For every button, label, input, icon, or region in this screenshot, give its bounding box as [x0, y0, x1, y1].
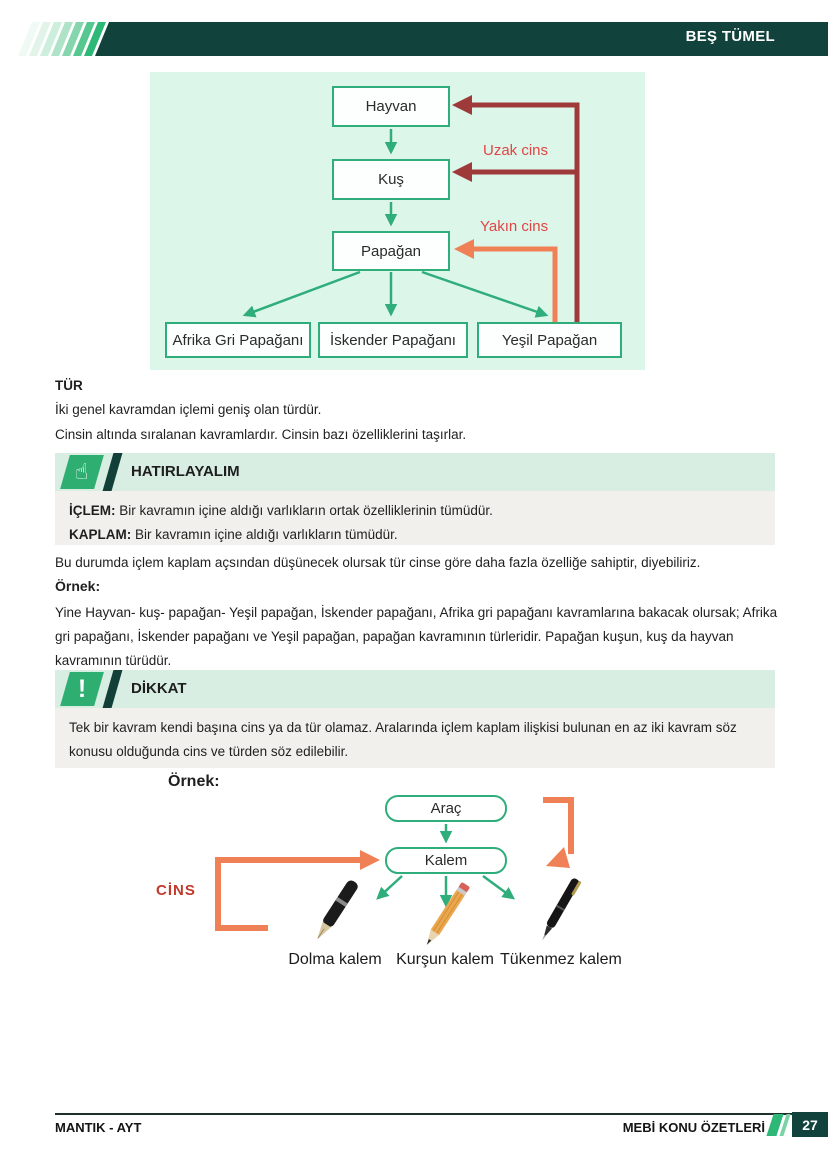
pointing-hand-glyph: ☝: [75, 459, 89, 484]
hatirlayalim-band: ☝ HATIRLAYALIM: [55, 453, 775, 491]
dolma-kalem-label: Dolma kalem: [288, 951, 382, 968]
arrow-kalem-dolma: [376, 875, 403, 900]
dikkat-box: Tek bir kavram kendi başına cins ya da t…: [55, 708, 775, 768]
orange-left-arrowhead: [360, 850, 380, 870]
dikkat-text: Tek bir kavram kendi başına cins ya da t…: [69, 720, 737, 759]
node-kalem-label: Kalem: [424, 852, 468, 869]
yakin-cins-path: [464, 246, 558, 322]
paragraph-1: Bu durumda içlem kaplam açsından düşünec…: [55, 555, 701, 570]
iclem-term: İÇLEM:: [69, 503, 116, 518]
band-slash-decoration: [102, 453, 123, 491]
header-stripe: [51, 22, 73, 56]
footer-series: MEBİ KONU ÖZETLERİ: [622, 1120, 765, 1135]
node-yesil: Yeşil Papağan: [477, 322, 622, 358]
hatirlayalim-title: HATIRLAYALIM: [131, 463, 240, 480]
node-kalem: Kalem: [385, 847, 507, 874]
pencil-icon: [426, 882, 470, 945]
exclamation-icon: !: [60, 672, 104, 706]
header-band: [95, 22, 828, 56]
node-yesil-label: Yeşil Papağan: [501, 331, 598, 349]
arrow-papagan-afrika: [242, 270, 361, 318]
node-arac-label: Araç: [430, 800, 462, 817]
uzak-arrowhead-hayvan: [452, 95, 472, 115]
iclem-line: İÇLEM: Bir kavramın içine aldığı varlıkl…: [69, 499, 761, 523]
page-number: 27: [792, 1112, 828, 1137]
orange-right-arrowhead: [546, 847, 570, 868]
header-stripe: [73, 22, 95, 56]
page-number-value: 27: [802, 1116, 818, 1133]
node-iskender-label: İskender Papağanı: [330, 331, 456, 349]
node-hayvan: Hayvan: [332, 86, 450, 127]
kaplam-text: Bir kavramın içine aldığı varlıkların tü…: [131, 527, 398, 542]
uzak-arrowhead-kus: [452, 162, 472, 182]
uzak-cins-label: Uzak cins: [483, 142, 549, 159]
header-bar: [18, 22, 828, 56]
ballpoint-pen-icon: [542, 878, 582, 941]
node-kus-label: Kuş: [378, 171, 404, 188]
node-hayvan-label: Hayvan: [365, 98, 417, 115]
tur-heading: TÜR: [55, 378, 83, 393]
yakin-cins-label: Yakın cins: [480, 218, 549, 235]
footer-course: MANTIK - AYT: [55, 1120, 142, 1135]
cins-label: CİNS: [156, 882, 196, 899]
tukenmez-kalem-label: Tükenmez kalem: [500, 951, 622, 968]
node-papagan-label: Papağan: [360, 242, 422, 260]
arrow-papagan-yesil: [421, 270, 549, 318]
iclem-text: Bir kavramın içine aldığı varlıkların or…: [115, 503, 493, 518]
node-kus: Kuş: [332, 159, 450, 200]
node-afrika: Afrika Gri Papağanı: [165, 322, 311, 358]
header-stripe: [29, 22, 51, 56]
dikkat-title: DİKKAT: [131, 680, 187, 697]
orange-right-path: [543, 797, 574, 854]
fountain-pen-icon: [317, 880, 358, 940]
ornek2-heading: Örnek:: [168, 773, 220, 790]
tur-line1: İki genel kavramdan içlemi geniş olan tü…: [55, 402, 322, 417]
taxonomy-diagram: Hayvan Kuş Papağan Afrika Gri Papağanı İ…: [150, 72, 645, 370]
hatirlayalim-box: İÇLEM: Bir kavramın içine aldığı varlıkl…: [55, 491, 775, 545]
node-papagan: Papağan: [332, 231, 450, 271]
node-iskender: İskender Papağanı: [318, 322, 468, 358]
pointing-hand-icon: ☝: [60, 455, 104, 489]
uzak-cins-path: [462, 102, 580, 322]
kaplam-line: KAPLAM: Bir kavramın içine aldığı varlık…: [69, 523, 761, 547]
page-title: BEŞ TÜMEL: [685, 28, 775, 45]
arrow-kalem-tukenmez: [482, 874, 516, 900]
kaplam-term: KAPLAM:: [69, 527, 132, 542]
taxonomy-arrows: [242, 95, 580, 322]
paragraph-2: Yine Hayvan- kuş- papağan- Yeşil papağan…: [55, 605, 778, 668]
node-afrika-label: Afrika Gri Papağanı: [172, 331, 304, 349]
kalem-diagram: Araç Kalem CİNS: [150, 770, 710, 985]
orange-left-path: [215, 857, 366, 931]
header-stripe: [84, 22, 106, 56]
yakin-arrowhead-papagan: [454, 239, 474, 259]
footer-rule: [55, 1113, 828, 1115]
header-stripe: [18, 22, 40, 56]
node-arac: Araç: [385, 795, 507, 822]
dikkat-band: ! DİKKAT: [55, 670, 775, 708]
kalem-arrows: [215, 797, 574, 931]
header-stripe: [62, 22, 84, 56]
tur-line2: Cinsin altında sıralanan kavramlardır. C…: [55, 427, 467, 442]
ornek1-heading: Örnek:: [55, 578, 101, 594]
band-slash-decoration: [102, 670, 123, 708]
kursun-kalem-label: Kurşun kalem: [396, 951, 494, 968]
exclamation-glyph: !: [77, 674, 87, 703]
header-stripe: [40, 22, 62, 56]
